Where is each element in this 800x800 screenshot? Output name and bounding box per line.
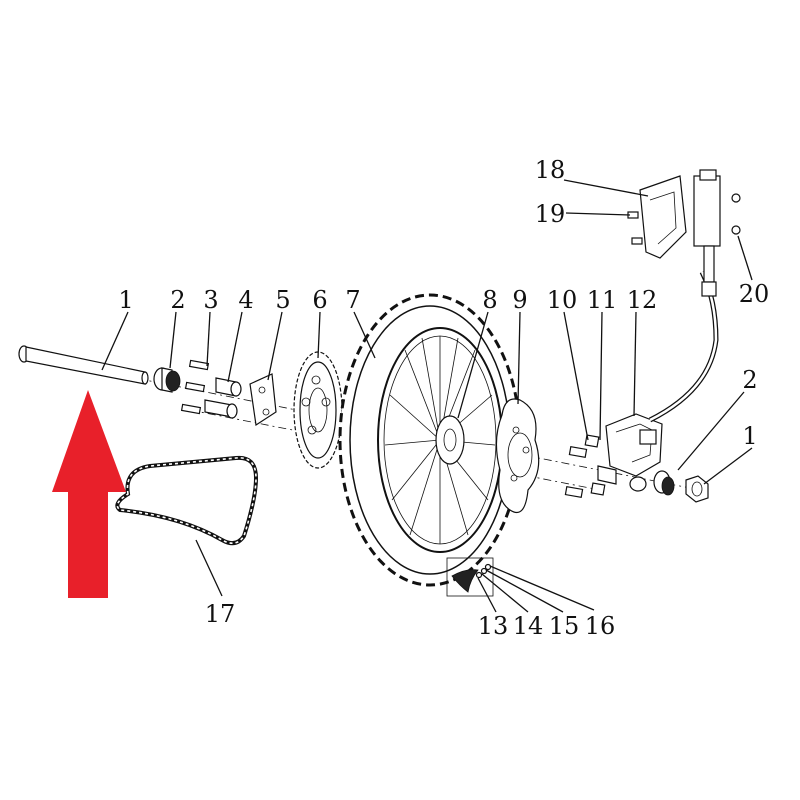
callout-16: 16 — [585, 612, 616, 640]
callout-5: 5 — [275, 286, 290, 314]
callout-2: 2 — [170, 286, 185, 314]
brake-caliper-part — [605, 413, 663, 492]
lock-plates-part — [249, 373, 277, 427]
sprocket-bolts-part — [180, 359, 210, 415]
axle-nut-part — [685, 475, 709, 503]
callout-labels: 1 2 3 4 5 6 7 8 9 10 11 12 2 1 13 14 15 … — [118, 156, 769, 640]
callout-1-right: 1 — [742, 422, 757, 450]
bushings-part — [204, 377, 242, 419]
callout-10: 10 — [547, 286, 578, 314]
callout-4: 4 — [238, 286, 253, 314]
brake-disc-part — [495, 398, 540, 514]
clip-assembly-part — [446, 557, 494, 597]
callout-13: 13 — [478, 612, 509, 640]
caliper-bolts-part — [564, 434, 617, 499]
wheel-tyre-part — [338, 293, 522, 587]
spacer-right-part — [653, 470, 675, 496]
red-highlight-arrow-icon — [52, 390, 126, 598]
callout-17: 17 — [205, 600, 236, 628]
callout-1: 1 — [118, 286, 133, 314]
sprocket-part — [293, 351, 343, 469]
callout-2-right: 2 — [742, 366, 757, 394]
drive-chain-part — [115, 455, 259, 546]
axle-part — [18, 345, 149, 385]
callout-12: 12 — [627, 286, 658, 314]
callout-18: 18 — [535, 156, 566, 184]
callout-11: 11 — [587, 286, 618, 314]
master-cylinder-part — [627, 169, 741, 297]
callout-8: 8 — [482, 286, 497, 314]
callout-19: 19 — [535, 200, 566, 228]
callout-3: 3 — [203, 286, 218, 314]
callout-9: 9 — [512, 286, 527, 314]
callout-15: 15 — [549, 612, 580, 640]
callout-14: 14 — [513, 612, 544, 640]
leader-lines — [101, 179, 753, 613]
spacer-left-part — [153, 367, 181, 393]
callout-20: 20 — [739, 280, 770, 308]
callout-6: 6 — [312, 286, 327, 314]
callout-7: 7 — [345, 286, 360, 314]
